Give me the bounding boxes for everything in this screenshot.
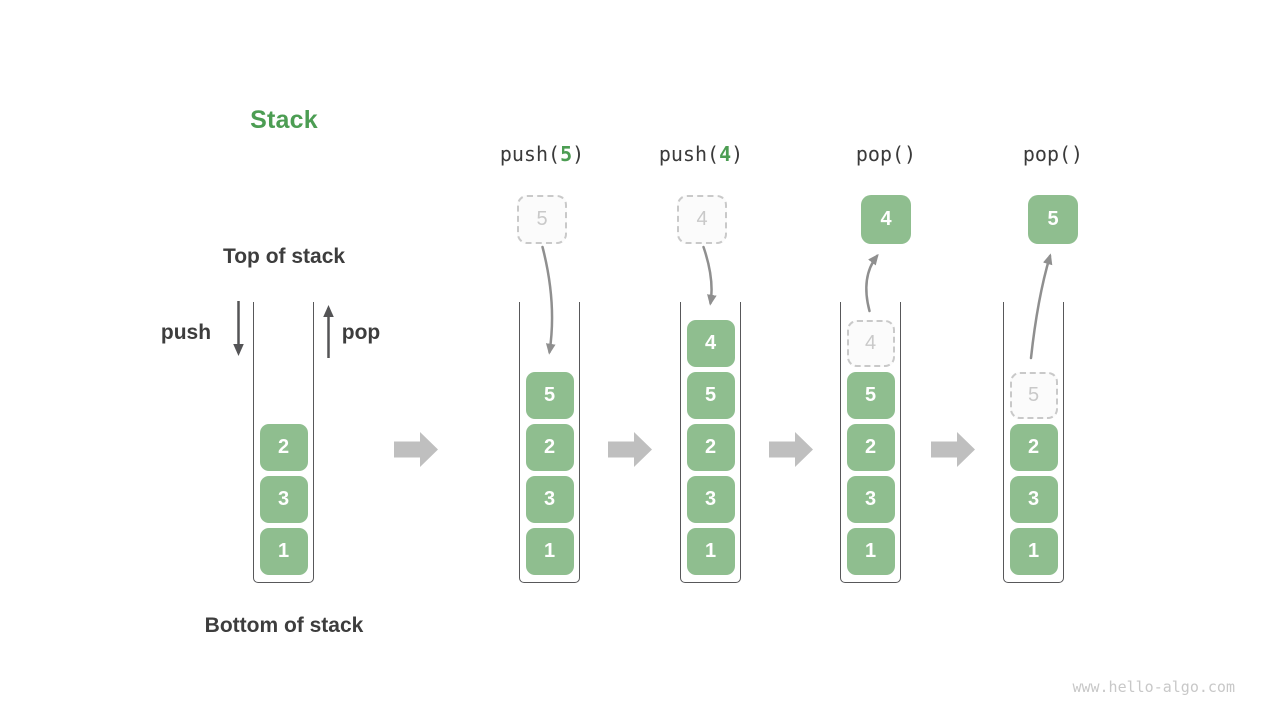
stack-block: 3 bbox=[846, 476, 895, 523]
op-text: push( bbox=[658, 142, 720, 166]
stack-block: 2 bbox=[1009, 424, 1058, 471]
stage-arrow-icon bbox=[931, 432, 975, 467]
stack-block: 2 bbox=[686, 424, 735, 471]
op-label-pop-1: pop() bbox=[776, 142, 996, 166]
op-text: pop() bbox=[855, 142, 917, 166]
stack-block: 1 bbox=[259, 528, 308, 575]
watermark: www.hello-algo.com bbox=[1072, 678, 1235, 696]
stack-block: 1 bbox=[686, 528, 735, 575]
stack-block: 3 bbox=[686, 476, 735, 523]
label-pop: pop bbox=[341, 321, 381, 344]
op-arg: 4 bbox=[719, 142, 732, 166]
push4-curve-arrow-icon bbox=[702, 245, 717, 306]
floating-value-box-push4: 4 bbox=[677, 195, 727, 244]
op-text: pop() bbox=[1022, 142, 1084, 166]
floating-value-box-popped4: 4 bbox=[861, 195, 911, 244]
stack-block: 1 bbox=[525, 528, 574, 575]
op-label-pop-2: pop() bbox=[943, 142, 1163, 166]
page-title: Stack bbox=[250, 106, 318, 134]
stack-block: 2 bbox=[525, 424, 574, 471]
op-text: ) bbox=[572, 142, 585, 166]
stack-block: 3 bbox=[525, 476, 574, 523]
stack-block: 1 bbox=[846, 528, 895, 575]
op-label-push4: push(4) bbox=[591, 142, 811, 166]
op-label-push5: push(5) bbox=[432, 142, 652, 166]
stage-arrow-icon bbox=[394, 432, 438, 467]
stack-block-ghost: 5 bbox=[1009, 372, 1058, 419]
stack-block: 2 bbox=[846, 424, 895, 471]
op-text: ) bbox=[731, 142, 744, 166]
op-arg: 5 bbox=[560, 142, 573, 166]
stack-block: 4 bbox=[686, 320, 735, 367]
stack-block: 5 bbox=[686, 372, 735, 419]
label-push: push bbox=[160, 321, 212, 344]
stack-block: 2 bbox=[259, 424, 308, 471]
stack-block: 1 bbox=[1009, 528, 1058, 575]
stack-block: 3 bbox=[1009, 476, 1058, 523]
stack-initial: 2 3 1 bbox=[253, 302, 314, 583]
stack-block: 5 bbox=[525, 372, 574, 419]
floating-value-box-popped5: 5 bbox=[1028, 195, 1078, 244]
stack-after-push5: 5 2 3 1 bbox=[519, 302, 580, 583]
stack-after-pop5: 5 2 3 1 bbox=[1003, 302, 1064, 583]
stage-arrow-icon bbox=[608, 432, 652, 467]
stack-after-pop4: 4 5 2 3 1 bbox=[840, 302, 901, 583]
stack-after-push4: 4 5 2 3 1 bbox=[680, 302, 741, 583]
floating-value-box-push5: 5 bbox=[517, 195, 567, 244]
label-top-of-stack: Top of stack bbox=[222, 245, 346, 268]
stack-block: 5 bbox=[846, 372, 895, 419]
stack-block-ghost: 4 bbox=[846, 320, 895, 367]
label-bottom-of-stack: Bottom of stack bbox=[204, 614, 364, 637]
stage-arrow-icon bbox=[769, 432, 813, 467]
stack-block: 3 bbox=[259, 476, 308, 523]
op-text: push( bbox=[499, 142, 561, 166]
